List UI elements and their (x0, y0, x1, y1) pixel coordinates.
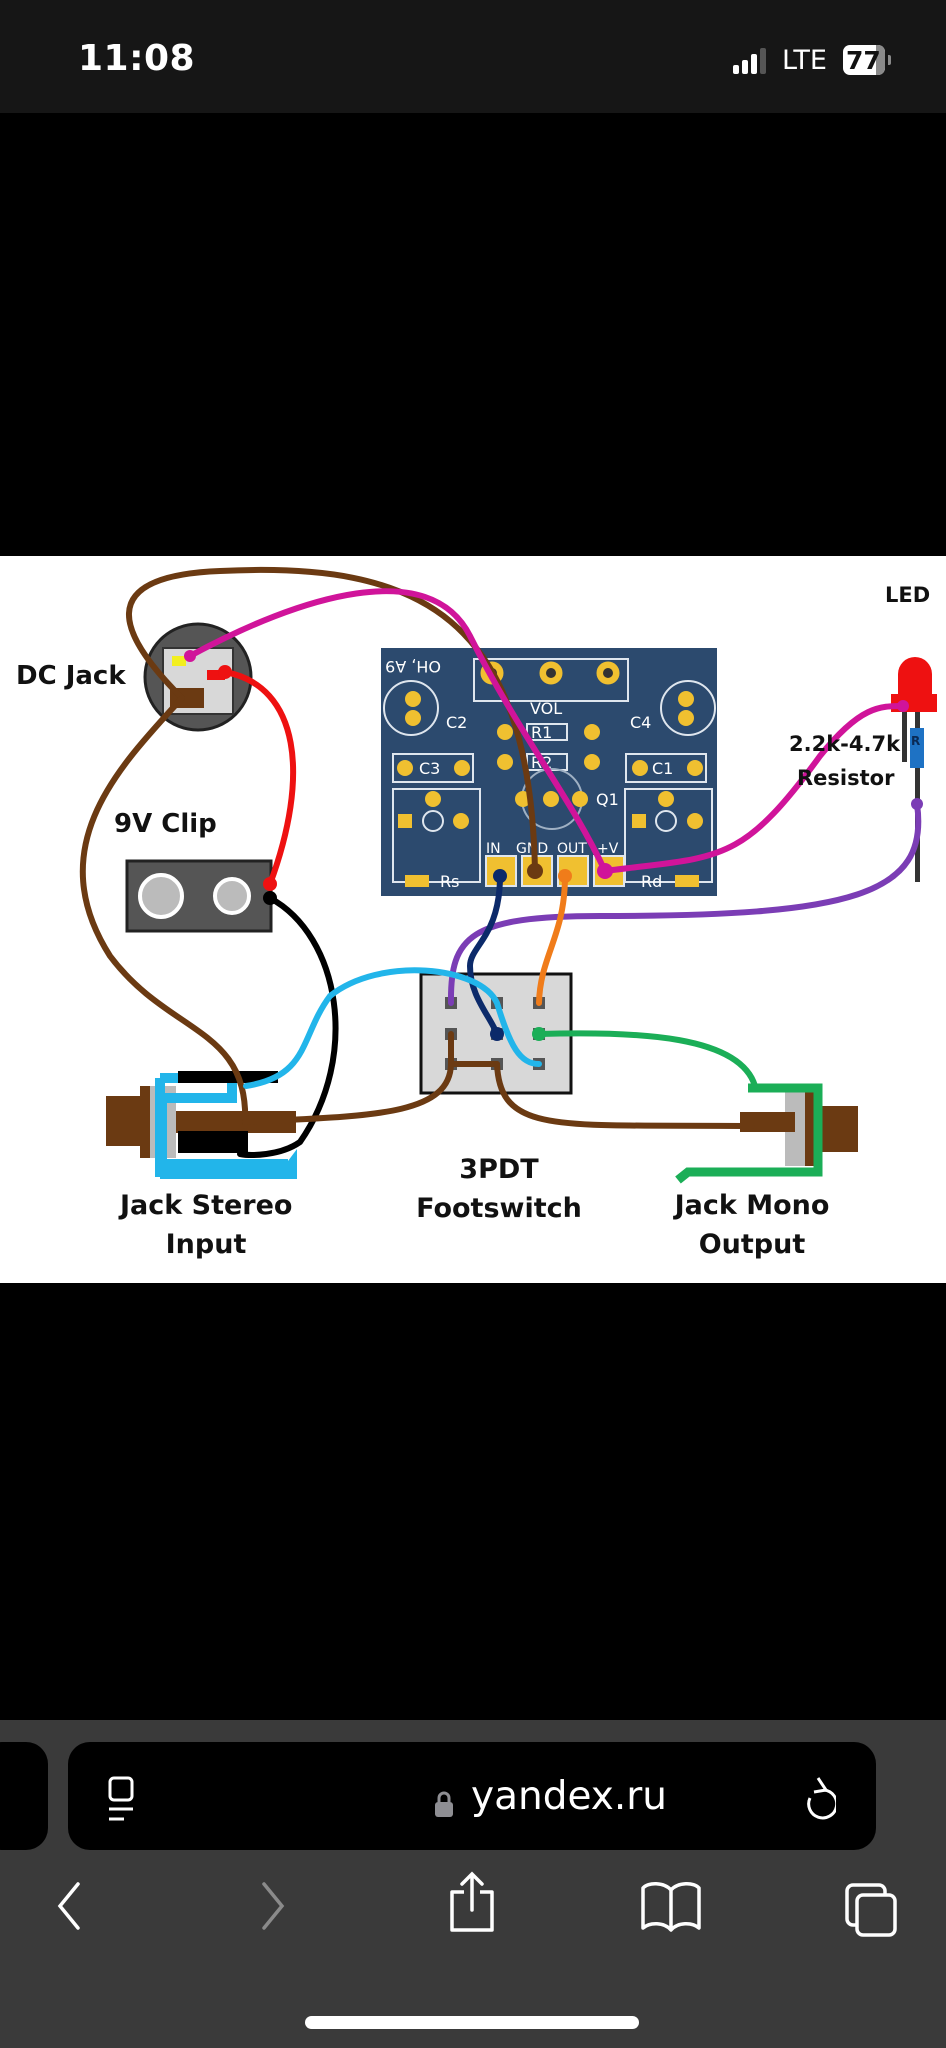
label-led: LED (885, 583, 931, 607)
label-jack-mono-line1: Jack Mono (674, 1190, 830, 1221)
battery-icon: 77 (843, 45, 885, 75)
wire-pcb-in (466, 873, 503, 1037)
forward-button[interactable] (258, 1880, 288, 1932)
pcb-in-label: IN (486, 841, 501, 857)
battery-clip-9v (125, 859, 273, 933)
pcb-out-label: OUT (557, 841, 587, 857)
wiring-diagram-svg: OH, A9 VOL R1 R2 Q1 C2 C4 C3 C1 Rs Rd IN… (79, 566, 937, 1184)
label-jack-stereo-line1: Jack Stereo (120, 1190, 293, 1221)
wire-joints (184, 650, 923, 1041)
wire-led-feed (187, 588, 608, 874)
battery-tip (888, 55, 891, 65)
pcb-vol-label: VOL (530, 699, 562, 718)
pcb-q1-label: Q1 (596, 790, 619, 809)
battery-level: 77 (846, 46, 881, 75)
pcb-r1-label: R1 (531, 723, 552, 742)
label-jack-stereo-line2: Input (165, 1229, 247, 1260)
wiring-diagram-image[interactable]: OH, A9 VOL R1 R2 Q1 C2 C4 C3 C1 Rs Rd IN… (0, 556, 946, 1283)
wire-output (536, 1030, 758, 1089)
bookmarks-button[interactable] (640, 1880, 702, 1932)
share-button[interactable] (446, 1870, 498, 1934)
status-bar: 11:08 LTE 77 (0, 0, 946, 113)
pcb-c1-label: C1 (652, 759, 673, 778)
jack-mono (675, 1083, 858, 1184)
wire-ground-footswitch (242, 1031, 500, 1125)
wire-ground-dcjack-stereo (79, 695, 249, 1129)
label-jack-mono: Jack Mono Output (668, 1190, 836, 1260)
resistor-mark: R (911, 734, 921, 748)
label-footswitch: 3PDT Footswitch (414, 1154, 584, 1224)
wires (79, 566, 922, 1158)
home-indicator[interactable] (305, 2016, 639, 2029)
pcb-v-label: +V (597, 841, 619, 857)
reader-mode-icon[interactable] (108, 1776, 134, 1826)
clock: 11:08 (78, 38, 196, 79)
wire-negative (237, 895, 339, 1158)
wire-positive (222, 669, 297, 887)
wire-pcb-out (536, 873, 568, 1006)
label-resistor: Resistor (797, 766, 895, 790)
previous-tab-peek[interactable] (0, 1742, 48, 1850)
label-jack-stereo: Jack Stereo Input (120, 1190, 292, 1260)
label-resistor-value: 2.2k-4.7k (789, 732, 901, 756)
label-footswitch-line2: Footswitch (416, 1193, 582, 1224)
label-footswitch-line1: 3PDT (459, 1154, 539, 1185)
pcb-rd-label: Rd (641, 872, 662, 891)
cellular-signal-icon (733, 48, 769, 74)
address-bar[interactable]: yandex.ru (68, 1742, 876, 1850)
pcb-rs-label: Rs (440, 872, 459, 891)
pcb-c4-label: C4 (630, 713, 651, 732)
back-button[interactable] (54, 1880, 84, 1932)
url-text[interactable]: yandex.ru (471, 1774, 667, 1819)
reload-icon[interactable] (802, 1774, 836, 1820)
lock-icon (435, 1791, 453, 1817)
label-jack-mono-line2: Output (698, 1229, 806, 1260)
tabs-button[interactable] (844, 1882, 898, 1938)
dc-jack (143, 622, 253, 732)
wire-input (243, 967, 542, 1089)
pcb-c2-label: C2 (446, 713, 467, 732)
pcb-mirror-label: OH, A9 (385, 657, 441, 676)
jack-stereo (106, 1071, 297, 1179)
led-component (891, 657, 937, 882)
pcb-c3-label: C3 (419, 759, 440, 778)
label-9v-clip: 9V Clip (114, 809, 217, 839)
wire-led-return (447, 801, 922, 1006)
resistor-body (910, 728, 924, 768)
browser-bottom-bar: yandex.ru (0, 1720, 946, 2048)
label-dc-jack: DC Jack (16, 661, 126, 691)
network-type: LTE (782, 45, 827, 76)
